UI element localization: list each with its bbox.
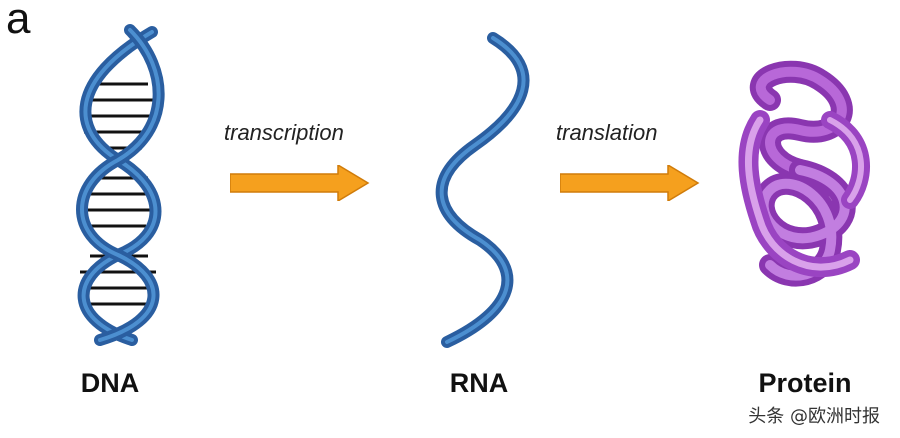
rna-label: RNA [449, 368, 509, 398]
translation-arrow-icon [560, 165, 700, 201]
protein-label: Protein [758, 368, 852, 398]
rna-strand-icon [435, 32, 530, 348]
dna-label: DNA [80, 368, 140, 398]
protein-folded-icon [738, 60, 870, 287]
watermark: 头条 @欧洲时报 [748, 406, 880, 427]
dna-double-helix-icon [76, 24, 165, 346]
transcription-label: transcription [224, 120, 344, 145]
translation-label: translation [556, 120, 658, 145]
transcription-arrow-icon [230, 165, 370, 201]
panel-letter: a [6, 0, 31, 43]
